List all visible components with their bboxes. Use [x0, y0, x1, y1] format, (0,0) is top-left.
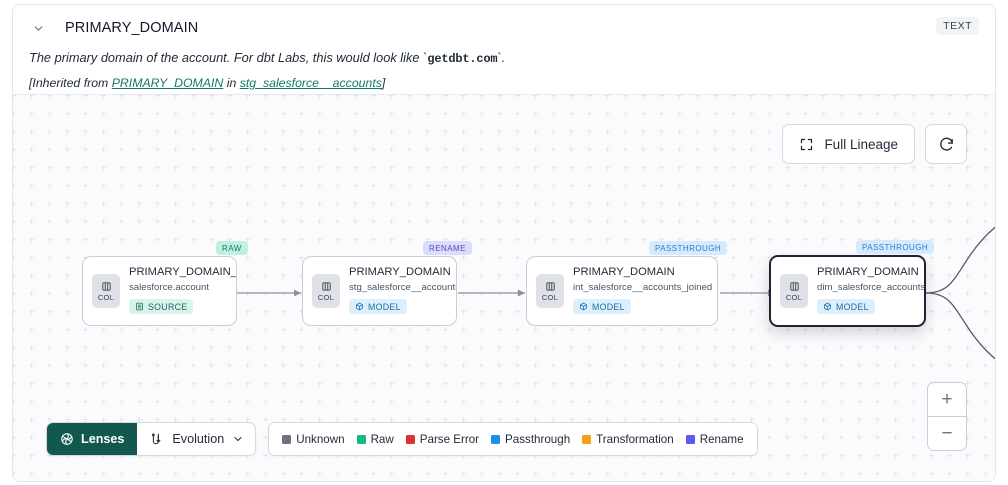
chevron-down-icon[interactable] [29, 19, 47, 37]
edge-n4-out-upper [925, 226, 995, 294]
legend-item-rename: Rename [685, 432, 744, 446]
lenses-label: Lenses [81, 432, 125, 446]
zoom-controls: + − [927, 382, 967, 451]
column-chip-label: COL [97, 292, 115, 302]
aperture-icon [60, 432, 74, 446]
node-dataset-name: int_salesforce__accounts_joined [573, 282, 713, 293]
inherited-from-line: [Inherited from PRIMARY_DOMAIN in stg_sa… [29, 76, 979, 90]
node-tag-rename: RENAME [423, 241, 472, 255]
node-kind-label: MODEL [368, 301, 401, 312]
node-column-name: PRIMARY_DOMAIN [349, 266, 451, 278]
lineage-legend: Unknown Raw Parse Error Passthrough Tran… [268, 422, 758, 456]
full-lineage-button[interactable]: Full Lineage [782, 124, 915, 164]
legend-label: Transformation [596, 432, 674, 446]
lineage-node-stg-salesforce-accounts[interactable]: COL PRIMARY_DOMAIN stg_salesforce__accou… [302, 256, 457, 326]
column-chip-label: COL [317, 292, 335, 302]
lineage-edges [237, 226, 995, 360]
node-kind-badge: MODEL [817, 299, 875, 314]
legend-item-passthrough: Passthrough [491, 433, 570, 446]
full-lineage-label: Full Lineage [824, 136, 898, 152]
cube-icon [824, 302, 831, 311]
zoom-divider [928, 416, 966, 417]
edge-n4-out-lower [925, 292, 995, 360]
description-suffix: `. [497, 50, 506, 65]
legend-label: Raw [370, 432, 394, 446]
database-icon [136, 302, 143, 311]
node-kind-badge: SOURCE [129, 299, 194, 314]
column-chip: COL [92, 274, 120, 308]
canvas-toolbar: Full Lineage [782, 124, 967, 164]
node-kind-label: MODEL [836, 301, 869, 312]
column-chip-label: COL [541, 292, 559, 302]
lenses-evolution-group: Lenses Evolution [46, 422, 257, 456]
lineage-node-int-salesforce-accounts-joined[interactable]: COL PRIMARY_DOMAIN int_salesforce__accou… [526, 256, 718, 326]
evolution-dropdown[interactable]: Evolution [137, 423, 255, 455]
cube-icon [356, 302, 363, 311]
node-kind-badge: MODEL [573, 299, 631, 314]
refresh-icon [938, 136, 955, 153]
column-detail-panel: PRIMARY_DOMAIN TEXT The primary domain o… [12, 4, 996, 482]
expand-icon [799, 137, 814, 152]
lenses-button[interactable]: Lenses [47, 423, 138, 455]
type-badge: TEXT [936, 17, 979, 35]
column-chip: COL [780, 274, 808, 308]
inherited-mid: in [223, 76, 240, 91]
panel-header: PRIMARY_DOMAIN TEXT The primary domain o… [13, 5, 995, 93]
cube-icon [580, 302, 587, 311]
column-chip: COL [536, 274, 564, 308]
refresh-button[interactable] [925, 124, 967, 164]
evolution-label: Evolution [172, 432, 225, 446]
column-description: The primary domain of the account. For d… [29, 49, 979, 67]
node-kind-label: MODEL [592, 301, 625, 312]
legend-label: Parse Error [419, 432, 480, 446]
inherited-suffix: ] [381, 76, 386, 91]
legend-item-unknown: Unknown [282, 432, 345, 446]
node-column-name: PRIMARY_DOMAIN [573, 266, 675, 278]
inherited-model-link[interactable]: stg_salesforce__accounts [239, 76, 382, 91]
legend-label: Rename [699, 432, 744, 446]
evolution-icon [149, 432, 164, 447]
legend-item-transformation: Transformation [582, 433, 674, 446]
lineage-node-salesforce-account[interactable]: COL PRIMARY_DOMAIN__C salesforce.account… [82, 256, 237, 326]
zoom-in-button[interactable]: + [941, 388, 953, 410]
description-code: getdbt.com [427, 52, 498, 66]
node-tag-passthrough-selected: PASSTHROUGH [856, 240, 935, 254]
legend-label: Unknown [296, 432, 345, 446]
inherited-column-link[interactable]: PRIMARY_DOMAIN [111, 76, 224, 91]
legend-item-raw: Raw [356, 432, 394, 446]
chevron-down-icon [232, 433, 244, 445]
column-chip-label: COL [785, 292, 803, 302]
node-dataset-name: dim_salesforce_accounts [817, 282, 924, 293]
legend-label: Passthrough [505, 432, 571, 446]
node-tag-passthrough: PASSTHROUGH [649, 241, 728, 255]
legend-item-parse-error: Parse Error [405, 432, 480, 446]
node-kind-label: SOURCE [148, 301, 188, 312]
inherited-prefix: [Inherited from [29, 76, 112, 91]
column-chip: COL [312, 274, 340, 308]
node-kind-badge: MODEL [349, 299, 407, 314]
node-dataset-name: salesforce.account [129, 282, 209, 293]
description-prefix: The primary domain of the account. For d… [29, 50, 428, 65]
node-tag-raw: RAW [216, 241, 248, 255]
canvas-bottom-bar: Lenses Evolution Unknown Raw [46, 422, 758, 456]
lineage-node-dim-salesforce-accounts[interactable]: COL PRIMARY_DOMAIN dim_salesforce_accoun… [769, 255, 926, 327]
page-title: PRIMARY_DOMAIN [65, 20, 199, 36]
zoom-out-button[interactable]: − [941, 422, 953, 444]
lineage-canvas[interactable]: RAW COL PRIMARY_DOMAIN__C salesforce.acc… [13, 94, 995, 481]
node-dataset-name: stg_salesforce__accounts [349, 282, 456, 293]
node-column-name: PRIMARY_DOMAIN [817, 266, 919, 278]
node-column-name: PRIMARY_DOMAIN__C [129, 266, 236, 278]
